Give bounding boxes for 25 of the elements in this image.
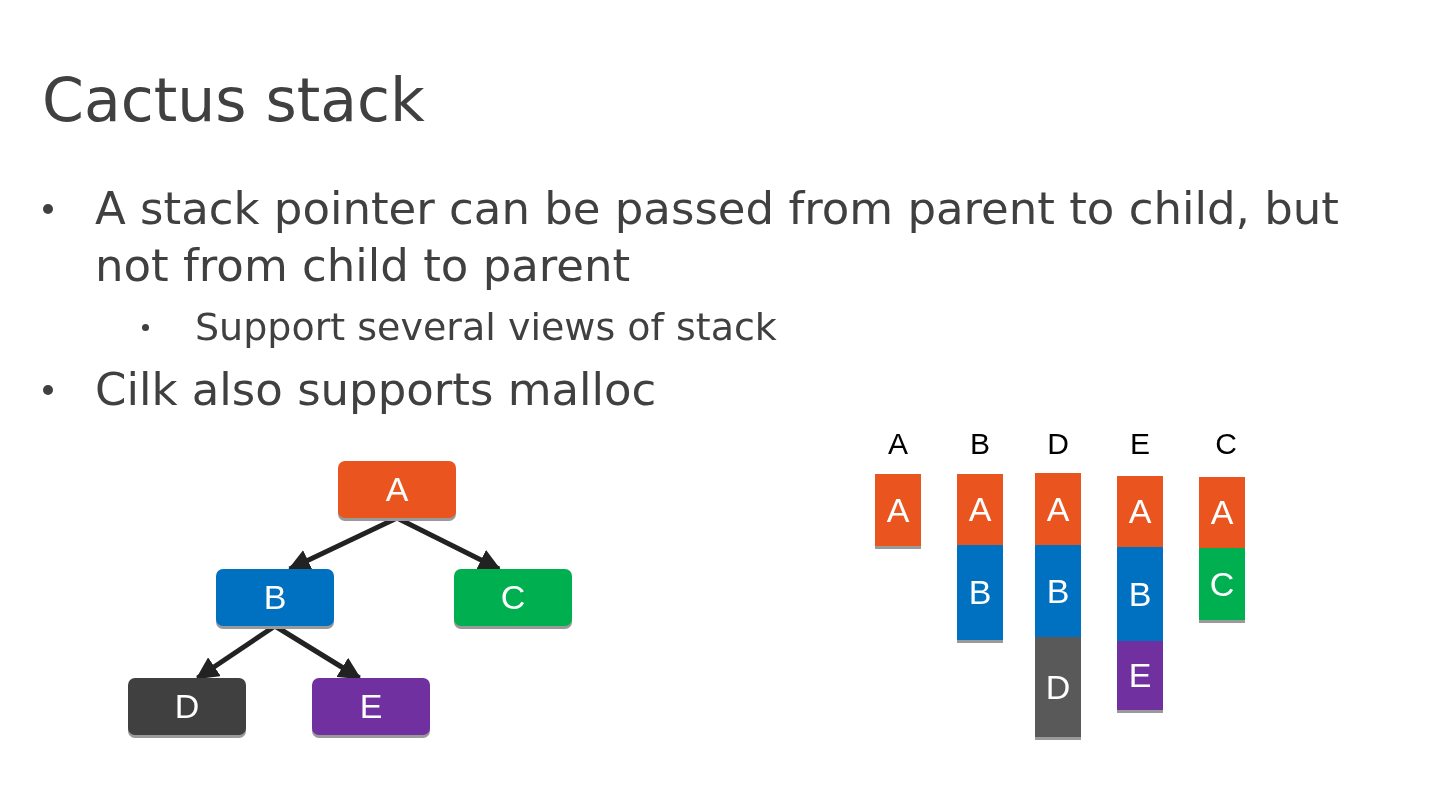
stack-frame-block: A bbox=[1199, 477, 1245, 548]
bullet-text: Support several views of stack bbox=[195, 304, 778, 351]
stack-frame-block: A bbox=[875, 474, 921, 546]
tree-node-box: E bbox=[312, 678, 430, 735]
stack-frame-block: B bbox=[957, 545, 1003, 640]
tree-node-box: C bbox=[454, 569, 572, 626]
stack-frame-block: B bbox=[1035, 545, 1081, 637]
stack-frame-block: C bbox=[1199, 548, 1245, 620]
stack-frame-block: D bbox=[1035, 637, 1081, 737]
tree-node-box: A bbox=[338, 461, 456, 518]
column-label: A bbox=[887, 426, 909, 462]
slide-title: Cactus stack bbox=[42, 64, 425, 136]
bullet-text: A stack pointer can be passed from parent to child, but not from child to parent bbox=[95, 181, 1340, 295]
stack-frame-block: B bbox=[1117, 547, 1163, 641]
column-label: D bbox=[1046, 426, 1070, 462]
tree-node-box: D bbox=[128, 678, 246, 735]
column-label: C bbox=[1214, 426, 1238, 462]
stack-frame-block: A bbox=[1035, 473, 1081, 545]
stack-frame-block: E bbox=[1117, 641, 1163, 710]
tree-node-box: B bbox=[216, 569, 334, 626]
stack-frame-block: A bbox=[1117, 476, 1163, 547]
column-label: B bbox=[969, 426, 991, 462]
stack-frame-block: A bbox=[957, 474, 1003, 545]
column-label: E bbox=[1129, 426, 1151, 462]
bullet-text: Cilk also supports malloc bbox=[95, 362, 658, 418]
